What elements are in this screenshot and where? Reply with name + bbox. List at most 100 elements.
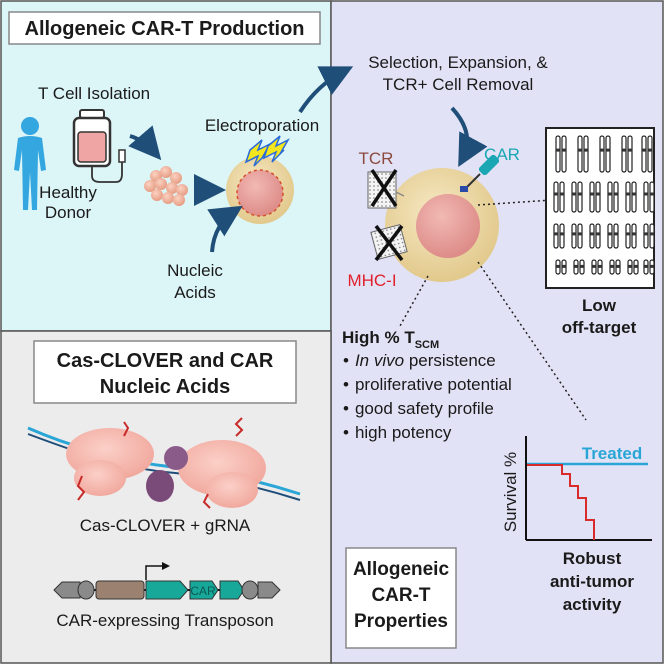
chromosome-band xyxy=(596,192,600,196)
chromosome xyxy=(631,181,637,213)
tscm-item-4: •high potency xyxy=(343,423,452,442)
lightning-icon xyxy=(244,135,290,167)
cas-clover-title-box xyxy=(33,340,297,404)
chromosome-band xyxy=(626,232,630,236)
chromosome xyxy=(613,181,619,213)
tscm-item-2: •proliferative potential xyxy=(343,375,512,394)
arrow-isolation xyxy=(128,125,162,161)
car-label: CAR xyxy=(484,145,520,164)
chromosome xyxy=(605,135,611,173)
tscm-heading-sub: SCM xyxy=(415,339,439,351)
healthy-donor-line2: Donor xyxy=(45,203,92,222)
chromosome xyxy=(553,223,559,249)
selection-line1: Selection, Expansion, & xyxy=(368,53,548,72)
chromosome xyxy=(553,181,559,213)
chromosome-band xyxy=(578,192,582,196)
chromosome-band xyxy=(650,192,654,196)
chromosome-band xyxy=(562,148,566,152)
chromosome-band xyxy=(628,148,632,152)
chromosome xyxy=(643,181,649,213)
tscm-item-1-rest: persistence xyxy=(404,351,496,370)
chromosome xyxy=(631,223,637,249)
cas-clover-caption: Cas-CLOVER + gRNA xyxy=(80,516,251,535)
tscm-bullet-2: • xyxy=(343,375,349,394)
chromosome-band xyxy=(556,148,560,152)
chromosome xyxy=(589,223,595,249)
tcr-label: TCR xyxy=(359,149,394,168)
chromosome-band xyxy=(578,148,582,152)
chromosome-band xyxy=(554,192,558,196)
karyotype-caption-line2: off-target xyxy=(562,318,637,337)
electroporation-label: Electroporation xyxy=(205,116,319,135)
cas-clover-complex-icon xyxy=(66,417,266,509)
chromosome xyxy=(561,135,567,173)
chromosome xyxy=(613,223,619,249)
chromosome-band xyxy=(648,148,652,152)
tscm-bullet-4: • xyxy=(343,423,349,442)
chromosome-band xyxy=(622,148,626,152)
chromosome-band xyxy=(644,192,648,196)
chromosome xyxy=(647,135,653,173)
chromosome-band xyxy=(572,232,576,236)
chromosome-band xyxy=(556,264,560,268)
chromosome xyxy=(577,223,583,249)
survival-ylabel: Survival % xyxy=(501,452,520,532)
survival-caption-line3: activity xyxy=(563,595,622,614)
chromosome xyxy=(625,181,631,213)
chromosome-band xyxy=(580,264,584,268)
chromosome-band xyxy=(554,232,558,236)
chromosome-band xyxy=(596,232,600,236)
chromosome-band xyxy=(572,192,576,196)
chromosome-band xyxy=(590,232,594,236)
survival-treated-label: Treated xyxy=(582,444,642,463)
karyotype-chromosomes xyxy=(553,135,655,275)
chromosome-band xyxy=(608,232,612,236)
chromosome xyxy=(599,135,605,173)
survival-caption-line2: anti-tumor xyxy=(550,572,634,591)
chromosome xyxy=(577,181,583,213)
chromosome-band xyxy=(598,264,602,268)
chromosome-band xyxy=(584,148,588,152)
chromosome-band xyxy=(590,192,594,196)
chromosome xyxy=(583,135,589,173)
chromosome xyxy=(571,181,577,213)
arrow-to-selection xyxy=(298,66,354,114)
survival-plot xyxy=(525,436,652,541)
properties-line3: Properties xyxy=(354,611,448,632)
chromosome-band xyxy=(606,148,610,152)
electroporated-cell-icon xyxy=(226,156,294,224)
production-title-box xyxy=(8,11,321,45)
tscm-item-1: •In vivo persistence xyxy=(343,351,496,370)
chromosome-band xyxy=(574,264,578,268)
chromosome-band xyxy=(610,264,614,268)
survival-control-curve xyxy=(527,464,595,540)
chromosome xyxy=(555,135,561,173)
chromosome-band xyxy=(560,192,564,196)
chromosome xyxy=(621,135,627,173)
chromosome-band xyxy=(626,192,630,196)
chromosome-band xyxy=(562,264,566,268)
t-cell-cluster-icon xyxy=(144,166,188,206)
chromosome xyxy=(577,135,583,173)
chromosome-band xyxy=(592,264,596,268)
survival-caption-line1: Robust xyxy=(563,549,622,568)
connector-survival xyxy=(477,261,587,421)
chromosome xyxy=(649,181,655,213)
car-segment-label: CAR xyxy=(190,584,216,598)
chromosome xyxy=(625,223,631,249)
tscm-item-3: •good safety profile xyxy=(343,399,494,418)
chromosome xyxy=(643,223,649,249)
chromosome-band xyxy=(632,192,636,196)
healthy-donor-line1: Healthy xyxy=(39,183,97,202)
chromosome-band xyxy=(614,232,618,236)
chromosome xyxy=(595,223,601,249)
production-title: Allogeneic CAR-T Production xyxy=(25,18,305,40)
chromosome-band xyxy=(608,192,612,196)
chromosome xyxy=(559,223,565,249)
selection-line2: TCR+ Cell Removal xyxy=(383,75,534,94)
chromosome-band xyxy=(600,148,604,152)
chromosome xyxy=(607,223,613,249)
chromosome xyxy=(559,181,565,213)
nucleic-acids-line1: Nucleic xyxy=(167,261,223,280)
